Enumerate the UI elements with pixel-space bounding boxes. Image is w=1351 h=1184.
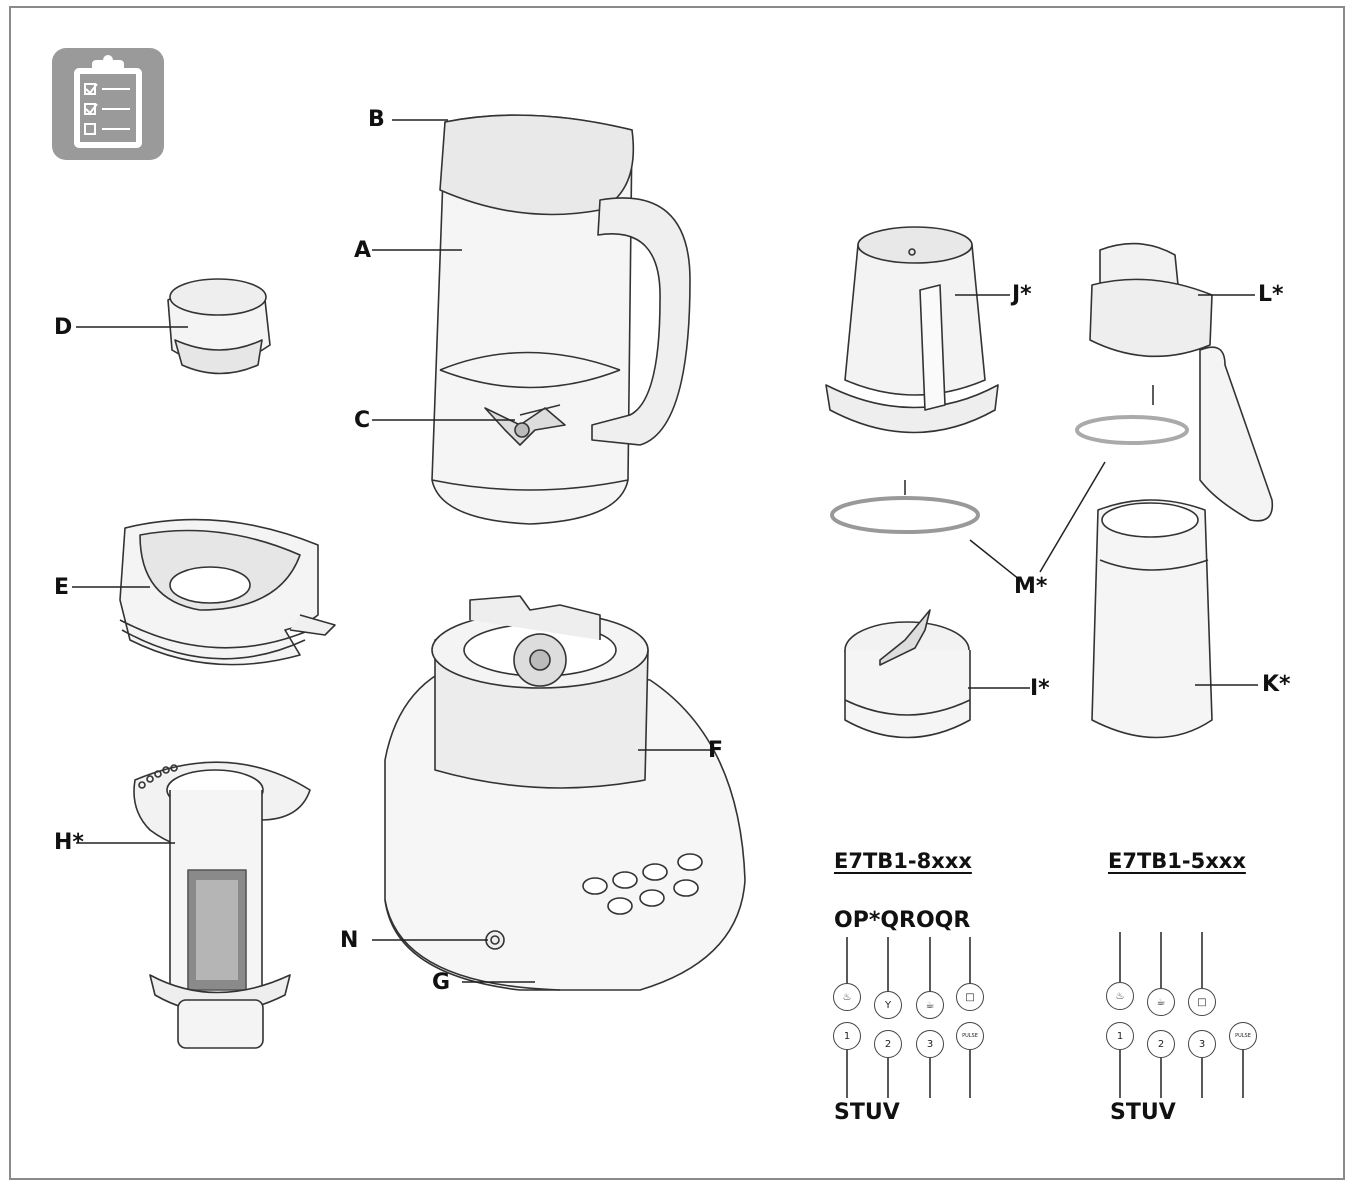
measuring-cap bbox=[167, 278, 271, 375]
cocktail-icon: Y bbox=[874, 991, 902, 1019]
pulse-button: PULSE bbox=[1229, 1022, 1257, 1050]
label-l: L* bbox=[1258, 282, 1284, 307]
label-n: N bbox=[340, 928, 359, 953]
speed-1-button: 1 bbox=[833, 1022, 861, 1050]
cup-icon: □ bbox=[1188, 988, 1216, 1016]
panel-8xxx-top-callouts: OP*QROQR bbox=[834, 908, 971, 933]
speed-1-button: 1 bbox=[1106, 1022, 1134, 1050]
sealing-rings bbox=[830, 385, 1189, 534]
speed-2-button: 2 bbox=[874, 1030, 902, 1058]
model-8xxx-title: E7TB1-8xxx bbox=[834, 849, 972, 873]
small-blade-unit bbox=[844, 609, 971, 739]
label-f: F bbox=[708, 738, 724, 763]
checklist-icon bbox=[52, 48, 164, 160]
label-d: D bbox=[54, 315, 73, 340]
bottle bbox=[1091, 499, 1213, 739]
label-k: K* bbox=[1262, 672, 1291, 697]
small-cup bbox=[825, 226, 999, 434]
blade-assembly bbox=[484, 404, 566, 446]
label-m: M* bbox=[1014, 574, 1048, 599]
speed-3-button: 3 bbox=[916, 1030, 944, 1058]
model-5xxx-title: E7TB1-5xxx bbox=[1108, 849, 1246, 873]
label-e: E bbox=[54, 575, 70, 600]
soup-icon: ☕ bbox=[916, 991, 944, 1019]
tamper-filter bbox=[133, 761, 311, 1049]
label-i: I* bbox=[1030, 676, 1050, 701]
panel-5xxx-leaders bbox=[1119, 932, 1244, 1098]
speed-3-button: 3 bbox=[1188, 1030, 1216, 1058]
panel-8xxx-bottom-callouts: STUV bbox=[834, 1100, 900, 1125]
page-frame bbox=[9, 6, 1345, 1180]
panel-8xxx-leaders bbox=[846, 937, 971, 1098]
motor-base bbox=[384, 595, 746, 991]
speed-2-button: 2 bbox=[1147, 1030, 1175, 1058]
blender-jar bbox=[431, 114, 691, 525]
soup-icon: ☕ bbox=[1147, 988, 1175, 1016]
smoothie-icon: ♨ bbox=[833, 983, 861, 1011]
smoothie-icon: ♨ bbox=[1106, 982, 1134, 1010]
bottle-lid bbox=[1089, 242, 1274, 522]
label-b: B bbox=[368, 107, 385, 132]
cup-icon: □ bbox=[956, 983, 984, 1011]
label-c: C bbox=[354, 408, 371, 433]
label-a: A bbox=[354, 238, 372, 263]
label-g: G bbox=[432, 970, 451, 995]
jar-lid bbox=[119, 518, 336, 666]
label-j: J* bbox=[1012, 282, 1032, 307]
panel-5xxx-bottom-callouts: STUV bbox=[1110, 1100, 1176, 1125]
label-h: H* bbox=[54, 830, 84, 855]
pulse-button: PULSE bbox=[956, 1022, 984, 1050]
